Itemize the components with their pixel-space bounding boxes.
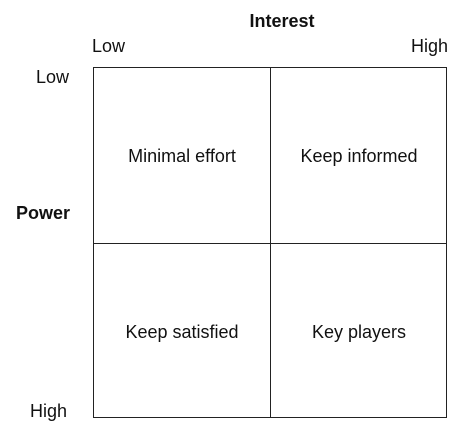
- quadrant-top-right: Keep informed: [271, 68, 447, 243]
- quadrant-top-left-label: Minimal effort: [128, 145, 236, 166]
- quadrant-grid: Minimal effort Keep informed Keep satisf…: [93, 67, 447, 418]
- x-axis-high-label: High: [410, 36, 448, 56]
- quadrant-bottom-left-label: Keep satisfied: [125, 321, 239, 342]
- y-axis-high-label: High: [30, 401, 68, 421]
- x-axis-low-label: Low: [92, 36, 126, 56]
- vertical-divider: [270, 68, 271, 417]
- quadrant-top-right-label: Keep informed: [300, 145, 418, 166]
- quadrant-bottom-right-label: Key players: [311, 321, 407, 342]
- quadrant-top-left: Minimal effort: [94, 68, 270, 243]
- horizontal-divider: [94, 243, 446, 244]
- quadrant-bottom-right: Key players: [271, 244, 447, 419]
- y-axis-title: Power: [16, 203, 71, 223]
- quadrant-bottom-left: Keep satisfied: [94, 244, 270, 419]
- x-axis-title: Interest: [249, 11, 315, 31]
- y-axis-low-label: Low: [36, 67, 70, 87]
